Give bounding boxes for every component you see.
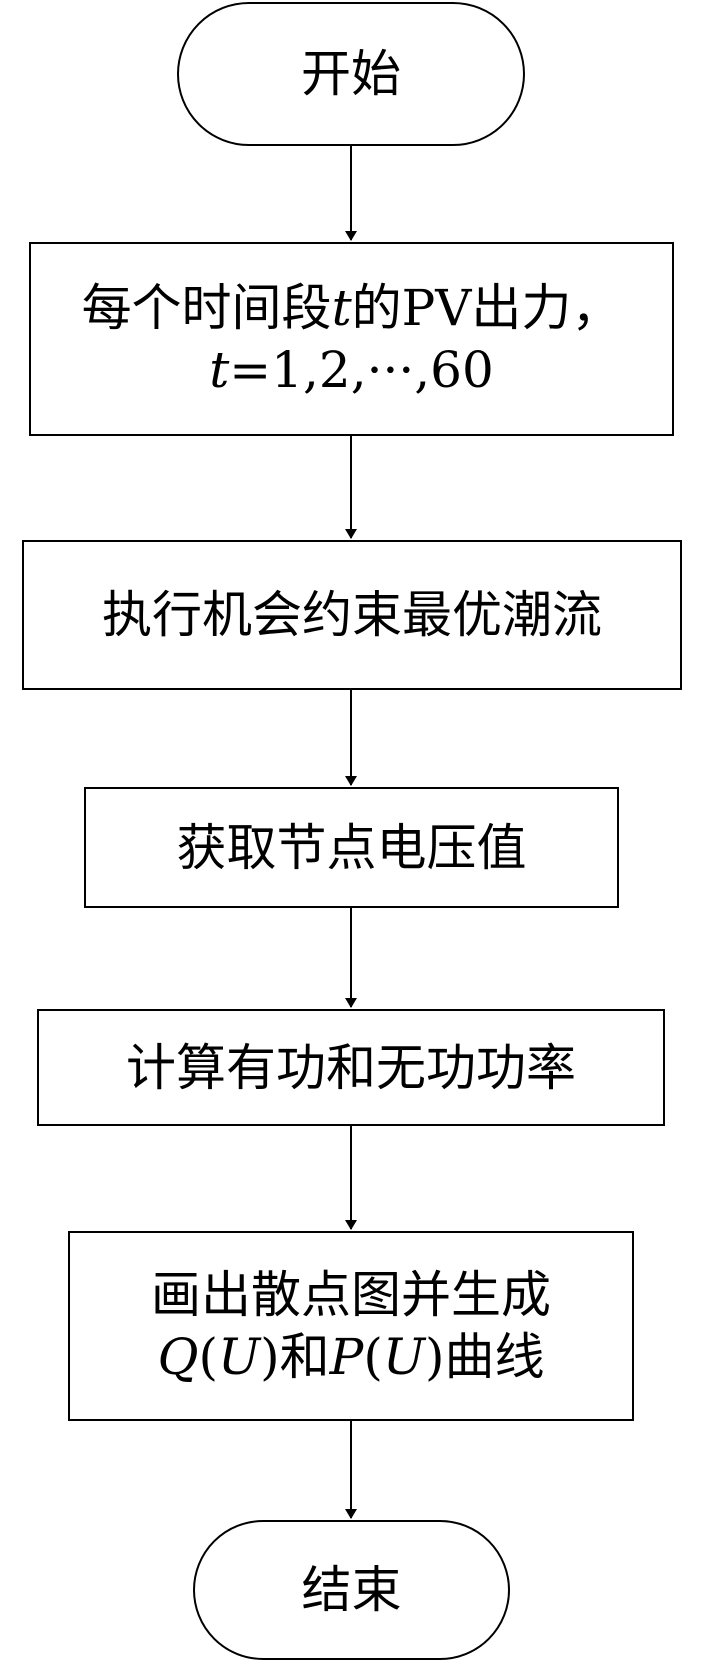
- step-pv-output-var-t2: t: [209, 341, 230, 399]
- end-label: 结束: [301, 1561, 402, 1619]
- paren-close-curve: )曲线: [424, 1328, 545, 1386]
- start-terminal: 开始: [177, 2, 525, 146]
- step-chance-constrained-opf-label: 执行机会约束最优潮流: [102, 586, 602, 644]
- paren-close-and: )和: [260, 1328, 330, 1386]
- q-symbol: Q: [157, 1328, 199, 1386]
- start-label: 开始: [301, 45, 401, 103]
- step-pv-output-text-a: 每个时间段: [81, 279, 332, 337]
- paren-open-2: (: [363, 1328, 383, 1386]
- step-plot-curves: 画出散点图并生成 Q(U)和P(U)曲线: [68, 1231, 634, 1421]
- step-pv-output-var-t: t: [331, 279, 352, 337]
- step-plot-curves-line2: Q(U)和P(U)曲线: [158, 1326, 545, 1388]
- paren-open-1: (: [198, 1328, 219, 1386]
- step-pv-output-line1: 每个时间段t的PV出力，: [82, 277, 622, 339]
- step-chance-constrained-opf: 执行机会约束最优潮流: [22, 540, 682, 690]
- step-get-node-voltage-label: 获取节点电压值: [176, 818, 527, 877]
- step-pv-output: 每个时间段t的PV出力， t=1,2,···,60: [29, 242, 674, 436]
- step-get-node-voltage: 获取节点电压值: [84, 787, 619, 908]
- step-compute-power: 计算有功和无功功率: [37, 1009, 665, 1126]
- step-pv-output-text-b: 的PV出力，: [351, 279, 622, 337]
- u-symbol-1: U: [218, 1328, 261, 1386]
- step-pv-output-line2: t=1,2,···,60: [209, 339, 494, 401]
- end-terminal: 结束: [193, 1520, 510, 1660]
- u-symbol-2: U: [382, 1328, 425, 1386]
- step-pv-output-range: =1,2,···,60: [229, 341, 494, 399]
- step-compute-power-label: 计算有功和无功功率: [126, 1038, 576, 1097]
- p-symbol: P: [329, 1328, 364, 1386]
- step-plot-curves-line1: 画出散点图并生成: [151, 1266, 551, 1324]
